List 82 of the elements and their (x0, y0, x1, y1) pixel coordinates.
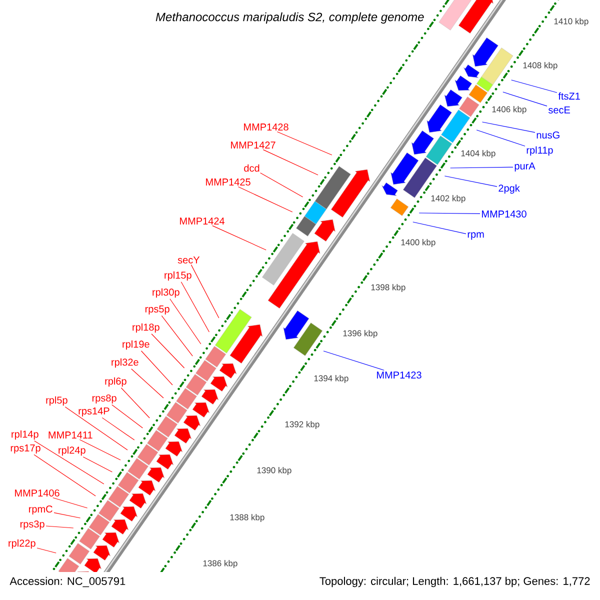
leader-line (170, 298, 202, 344)
gene-label: MMP1430 (482, 210, 526, 218)
gene-label: MMP1427 (231, 142, 276, 148)
gene-label: dcd (244, 164, 260, 172)
tick-label: 1410 kbp (554, 18, 588, 26)
title: Methanococcus maripaludis S2, complete genome (156, 12, 424, 24)
leader-line (151, 334, 185, 368)
gene-label: rpl22p (8, 539, 36, 549)
gene-label: rpl11p (526, 146, 553, 156)
gene-label: rps8p (92, 394, 116, 404)
leader-line (34, 454, 96, 496)
leader-line (36, 548, 56, 554)
leader-line (112, 404, 143, 428)
gene-label: rpl15p (164, 271, 192, 281)
gene-label: rpl14p (12, 430, 38, 440)
leader-line (54, 512, 81, 518)
leader-line (238, 186, 293, 212)
leader-line (323, 350, 384, 371)
gene-label: rpl32e (112, 358, 138, 368)
topology-text: Topology: circular; Length: 1,661,137 bp; Genes: 1,772 (320, 576, 590, 588)
gene-label: rpmC (29, 505, 52, 515)
leader-line (212, 225, 266, 250)
tick-label: 1388 kbp (230, 514, 264, 522)
leader-line (190, 264, 220, 318)
gene-label: MMP1424 (180, 218, 224, 224)
gene-label: rpl6p (105, 377, 126, 387)
gene-label: rpl18p (132, 323, 160, 333)
gene-label: rps17p (10, 444, 40, 454)
gene-label: nusG (536, 131, 560, 139)
leader-line (102, 417, 135, 440)
tick-label: 1392 kbp (285, 421, 320, 429)
tick-label: 1394 kbp (314, 375, 348, 383)
leader-line (502, 92, 548, 106)
leader-line (180, 282, 210, 332)
tick-label: 1404 kbp (461, 150, 496, 158)
gene-label: rps14P (78, 408, 110, 416)
tick-label: 1390 kbp (257, 467, 292, 475)
gene-label: MMP1425 (206, 178, 250, 186)
gene-label: rps3p (20, 520, 44, 530)
leader-line (52, 497, 88, 508)
leader-line (82, 456, 112, 472)
leader-line (450, 166, 514, 168)
leader-line (482, 122, 536, 133)
gene-label: rpl30p (152, 288, 180, 298)
leader-line (262, 149, 318, 176)
leader-line (412, 222, 466, 234)
gene-label: rpm (468, 232, 484, 240)
tick-label: 1402 kbp (431, 195, 466, 203)
gene-label: rpl5p (46, 396, 68, 406)
leader-line (131, 368, 164, 398)
tick-label: 1408 kbp (523, 62, 558, 70)
gene-label: 2pgk (498, 184, 520, 194)
leader-line (476, 130, 526, 146)
leader-line (140, 350, 173, 386)
leader-line (511, 80, 558, 93)
gene-label: secE (548, 106, 570, 114)
leader-line (418, 212, 480, 214)
gene-label: rpl24p (58, 446, 86, 456)
tick-label: 1398 kbp (371, 284, 406, 292)
gene-label: secY (178, 256, 200, 264)
leader-line (276, 131, 332, 156)
gene-label: MMP1423 (377, 371, 422, 379)
tick-label: 1406 kbp (492, 106, 526, 114)
accession-text: Accession: NC_005791 (10, 576, 126, 588)
gene-label: MMP1428 (244, 123, 288, 131)
gene-label: MMP1406 (15, 489, 60, 497)
gene-label: MMP1411 (48, 432, 92, 438)
gene-label: purA (514, 162, 536, 172)
tick-label: 1396 kbp (343, 330, 378, 338)
leader-line (46, 526, 74, 528)
gene-label: rps5p (145, 306, 170, 314)
leader-line (34, 440, 104, 484)
gene-label: rpl19e (122, 340, 150, 350)
leader-line (120, 388, 150, 418)
leader-line (64, 406, 128, 450)
gene-label: ftsZ1 (558, 92, 580, 100)
leader-line (79, 439, 121, 460)
leader-line (444, 176, 498, 187)
leader-line (260, 172, 304, 198)
tick-label: 1400 kbp (401, 239, 436, 247)
leader-line (161, 315, 193, 356)
tick-label: 1386 kbp (203, 560, 238, 568)
